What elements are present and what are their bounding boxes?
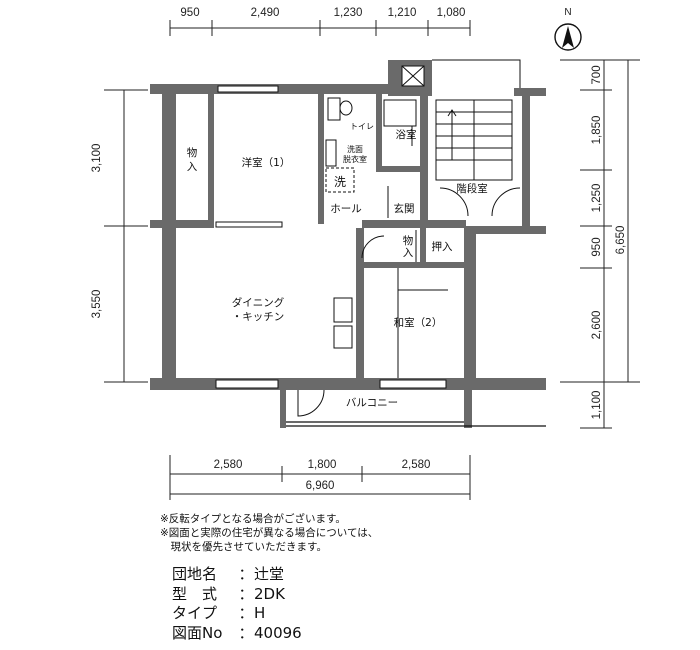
note-1: ※反転タイプとなる場合がございます。 [160,513,346,525]
info-drawing-label: 図面No [172,623,223,642]
room-hall-label: ホール [330,203,362,215]
dim-left-2: 3,550 [91,290,103,319]
info-variant: タイプ ： H [172,604,302,624]
room-stairs-label: 階段室 [456,182,488,195]
stairs [432,59,521,217]
info-separator: ： [238,584,254,603]
balcony-rail [286,421,546,427]
dim-top-2: 2,490 [251,7,280,19]
info-type-label: 型 式 [172,584,218,603]
dim-right-total: 6,650 [615,226,627,255]
info-separator: ： [238,604,254,622]
doors-fixtures [297,97,448,417]
balcony-label: バルコニー [346,397,398,409]
top-dimension-line [169,20,471,36]
room-entrance-label: 玄関 [394,202,415,215]
notes: ※反転タイプとなる場合がございます。 ※図面と実際の住宅が異なる場合については、… [160,512,378,554]
room-washroom-label-2: 脱衣室 [343,154,367,164]
info-drawing-value: 40096 [254,623,302,642]
dim-right-1: 700 [591,65,603,84]
dim-bottom-2: 1,800 [308,459,337,471]
dim-top-5: 1,080 [437,7,466,19]
info-type: 型 式 ： 2DK [172,585,302,605]
room-storage-mid-label-2: 入 [403,247,414,259]
dim-right-3: 1,250 [591,184,603,213]
info-drawing: 図面No ： 40096 [172,624,302,644]
info-variant-label: タイプ [172,604,218,622]
room-bath-label: 浴室 [396,128,417,141]
room-western-label: 洋室（1） [242,156,291,169]
info-complex-value: 辻堂 [254,565,285,583]
info-complex: 団地名 ： 辻堂 [172,565,302,585]
room-closet-label: 押入 [432,240,453,253]
dim-right-6: 1,100 [591,391,603,420]
info-separator: ： [238,565,254,583]
walls [150,60,546,428]
note-2: ※図面と実際の住宅が異なる場合については、 [160,527,379,539]
right-dimension-line [560,59,640,429]
duct-shaft [401,65,425,87]
dim-bottom-3: 2,580 [402,459,431,471]
compass-label: N [564,7,571,18]
room-dining-label-2: ・キッチン [232,311,285,323]
dim-top-4: 1,210 [388,7,417,19]
room-storage-left-label-2: 入 [187,161,198,173]
room-washroom-label-1: 洗面 [347,144,363,154]
dim-bottom-total: 6,960 [306,480,335,492]
room-storage-mid-label-1: 物 [403,234,414,247]
dim-right-4: 950 [591,237,603,256]
info-separator: ： [238,623,254,642]
floor-plan: 950 2,490 1,230 1,210 1,080 N 3,100 3,55… [91,7,640,500]
bottom-dimension-line [169,455,471,500]
info-variant-value: H [254,604,266,622]
dim-right-5: 2,600 [591,311,603,340]
room-japanese-label: 和室（2） [394,316,443,329]
dim-top-3: 1,230 [334,7,363,19]
room-toilet-label: トイレ [350,122,374,131]
windows [215,85,447,389]
washer-label: 洗 [334,175,346,189]
info-complex-label: 団地名 [172,565,218,583]
note-3: 現状を優先させていただきます。 [160,541,327,553]
left-dimension-line [104,89,148,383]
dim-right-2: 1,850 [591,116,603,145]
info-block: 団地名 ： 辻堂 型 式 ： 2DK タイプ ： H 図面No ： 40096 [172,565,302,643]
dim-bottom-1: 2,580 [214,459,243,471]
info-type-value: 2DK [254,584,285,603]
dim-left-1: 3,100 [91,144,103,173]
room-storage-left-label-1: 物 [187,146,198,159]
room-dining-label-1: ダイニング [232,296,285,309]
north-compass-icon [554,23,582,51]
dim-top-1: 950 [180,7,199,19]
